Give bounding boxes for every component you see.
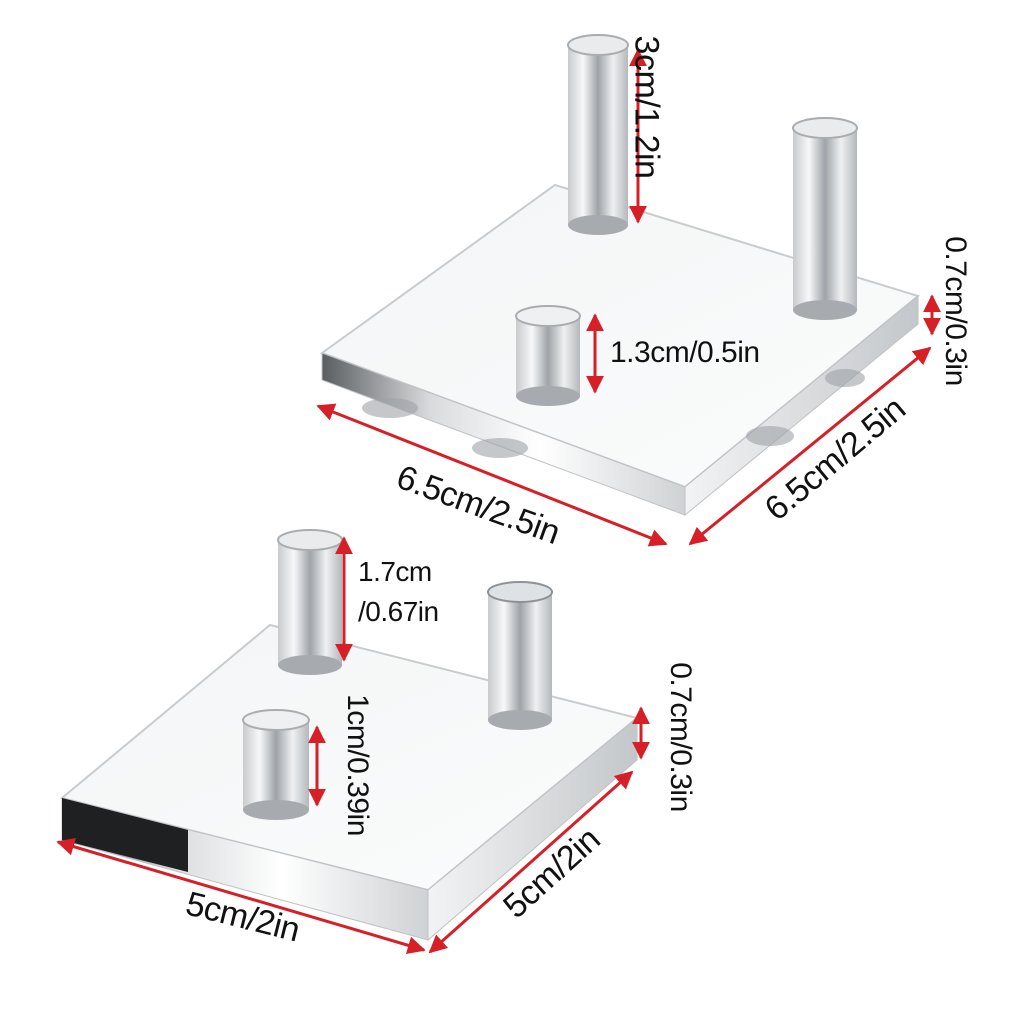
large-tall-post-right: [792, 117, 858, 320]
label-large-thickness: 0.7cm/0.3in: [938, 236, 972, 386]
label-small-post-tall-line2: /0.67in: [358, 596, 439, 627]
large-stand-hole: [362, 398, 418, 418]
dimension-arrows: [56, 48, 941, 955]
arrow-small-length: [56, 837, 426, 955]
label-large-post-short: 1.3cm/0.5in: [610, 336, 760, 369]
large-stand-hole: [472, 438, 528, 458]
small-tall-post-left: [277, 529, 343, 675]
label-small-thickness: 0.7cm/0.3in: [663, 662, 697, 812]
large-short-post: [515, 305, 581, 406]
label-small-post-tall-line1: 1.7cm: [358, 556, 432, 587]
arrow-large-length: [316, 403, 668, 547]
arrow-small-width: [428, 770, 634, 954]
large-tall-post-left: [567, 34, 629, 235]
small-short-post: [242, 709, 310, 820]
label-small-post-short: 1cm/0.39in: [340, 694, 374, 836]
label-large-post-tall: 3cm/1.2in: [627, 35, 666, 179]
arrow-large-width: [688, 346, 932, 546]
large-stand-hole: [825, 369, 865, 387]
large-stand-hole: [746, 426, 794, 446]
small-tall-post-right: [487, 581, 553, 730]
